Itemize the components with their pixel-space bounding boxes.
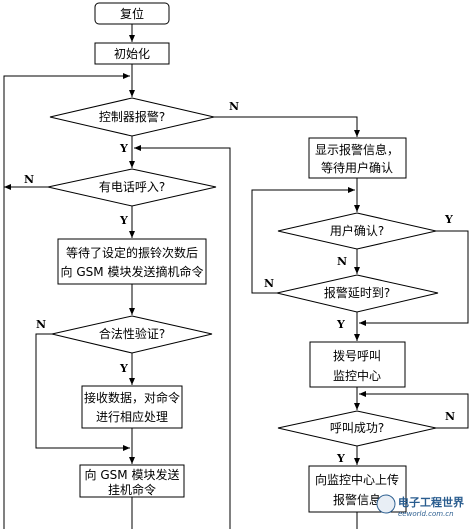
arrow-legality-no <box>35 333 130 451</box>
arrow-confirm-yes <box>359 230 469 326</box>
label-success-no: N <box>445 410 455 423</box>
arrow-alarm-no <box>214 116 360 137</box>
loop-left-to-init <box>3 73 130 529</box>
incoming-call-decision <box>47 168 217 207</box>
label-timeout-yes: Y <box>336 318 345 331</box>
label-success-yes: Y <box>336 452 345 465</box>
reset-node <box>94 2 170 25</box>
receive-data-text-2: 进行相应处理 <box>96 409 168 424</box>
label-alarm-no: N <box>229 100 239 113</box>
dial-center-node <box>309 341 406 388</box>
wait-rings-text-2: 向 GSM 模块发送摘机命令 <box>61 264 204 279</box>
upload-text-1: 向监控中心上传 <box>315 472 399 487</box>
label-call-no: N <box>24 173 34 186</box>
label-confirm-no: N <box>337 255 347 268</box>
show-alarm-node <box>308 137 407 179</box>
send-hangup-node <box>79 464 185 498</box>
dial-text-1: 拨号呼叫 <box>333 349 381 363</box>
loop-right-to-alarm <box>134 145 231 529</box>
call-success-text: 呼叫成功? <box>330 421 384 435</box>
label-timeout-no: N <box>264 277 274 290</box>
send-hangup-text-2: 挂机命令 <box>108 482 156 497</box>
send-hangup-text-1: 向 GSM 模块发送 <box>85 467 180 482</box>
receive-data-text-1: 接收数据，对命令 <box>84 390 180 405</box>
controller-alarm-decision <box>49 97 215 137</box>
incoming-call-text: 有电话呼入? <box>99 180 165 194</box>
watermark-title: 电子工程世界 <box>398 495 464 509</box>
alarm-timeout-decision <box>276 274 439 313</box>
legality-check-text: 合法性验证? <box>99 326 165 341</box>
label-alarm-yes: Y <box>119 142 128 155</box>
controller-alarm-text: 控制器报警? <box>99 109 165 124</box>
watermark: 电子工程世界 eeworld.com.cn <box>376 494 464 518</box>
show-alarm-text-1: 显示报警信息， <box>315 142 399 157</box>
label-legality-no: N <box>36 318 46 331</box>
user-confirm-decision <box>277 212 437 250</box>
init-node <box>94 42 170 65</box>
dial-text-2: 监控中心 <box>333 368 381 383</box>
wait-rings-text-1: 等待了设定的振铃次数后 <box>66 245 198 260</box>
label-confirm-yes: Y <box>444 213 453 226</box>
label-call-yes: Y <box>119 214 128 227</box>
watermark-logo-icon <box>376 494 396 514</box>
init-text: 初始化 <box>114 47 150 61</box>
watermark-url: eeworld.com.cn <box>398 510 454 518</box>
upload-text-2: 报警信息 <box>333 492 381 507</box>
call-success-decision <box>277 410 437 447</box>
reset-text: 复位 <box>120 6 144 21</box>
arrow-success-no <box>359 391 469 429</box>
alarm-timeout-text: 报警延时到? <box>324 285 390 300</box>
show-alarm-text-2: 等待用户确认 <box>321 160 393 175</box>
wait-rings-node <box>57 238 207 285</box>
legality-check-decision <box>51 315 213 354</box>
receive-data-node <box>81 385 183 429</box>
arrow-timeout-no <box>251 187 355 294</box>
label-legality-yes: Y <box>119 362 128 375</box>
user-confirm-text: 用户确认? <box>330 223 384 238</box>
